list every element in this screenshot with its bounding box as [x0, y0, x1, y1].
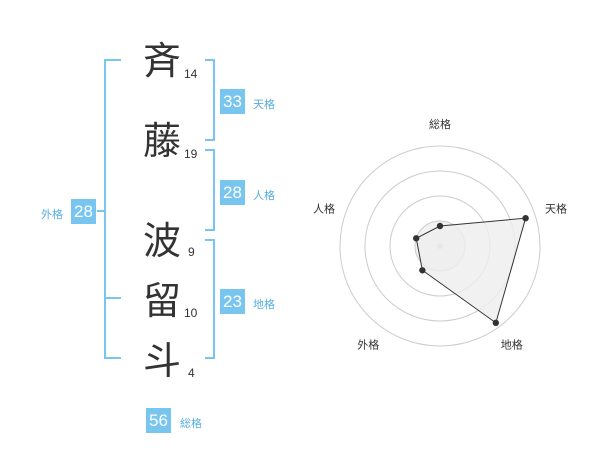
name-char-2: 藤: [143, 119, 182, 163]
stroke-count-2: 19: [184, 147, 198, 161]
tenkaku-badge: 33: [220, 89, 245, 114]
radar-series-area: [415, 217, 527, 324]
radar-point-1: [436, 222, 444, 230]
radar-point-4: [419, 267, 426, 274]
jinkaku-bracket: [205, 149, 215, 231]
radar-axis-label-5: 人格: [313, 201, 335, 215]
radar-point-2: [522, 214, 529, 222]
stroke-count-4: 10: [184, 306, 198, 320]
soukaku-badge: 56: [146, 408, 171, 433]
radar-ring-4: [339, 145, 541, 347]
jinkaku-badge: 28: [220, 180, 245, 205]
radar-point-3: [492, 319, 500, 327]
radar-point-5: [413, 235, 420, 242]
stroke-count-1: 14: [184, 67, 198, 81]
tenkaku-label: 天格: [253, 98, 275, 111]
gaikaku-bracket: [104, 59, 121, 359]
chikaku-badge: 23: [220, 289, 245, 314]
soukaku-label: 総格: [180, 417, 202, 430]
name-char-4: 留: [143, 279, 182, 323]
name-char-1: 斉: [143, 39, 182, 83]
tenkaku-bracket: [205, 59, 215, 141]
stroke-count-5: 4: [188, 366, 195, 380]
name-char-5: 斗: [143, 339, 182, 383]
name-char-3: 波: [143, 219, 182, 263]
gaikaku-badge: 28: [71, 199, 96, 224]
chikaku-bracket: [205, 239, 215, 359]
radar-axis-label-4: 外格: [357, 338, 379, 352]
jinkaku-label: 人格: [253, 189, 275, 202]
radar-axis-label-3: 地格: [501, 338, 523, 352]
gaikaku-label: 外格: [41, 208, 63, 221]
radar-axis-label-2: 天格: [545, 201, 567, 215]
radar-axis-label-1: 総格: [429, 117, 451, 131]
chikaku-label: 地格: [253, 298, 275, 311]
stroke-count-3: 9: [188, 245, 195, 259]
